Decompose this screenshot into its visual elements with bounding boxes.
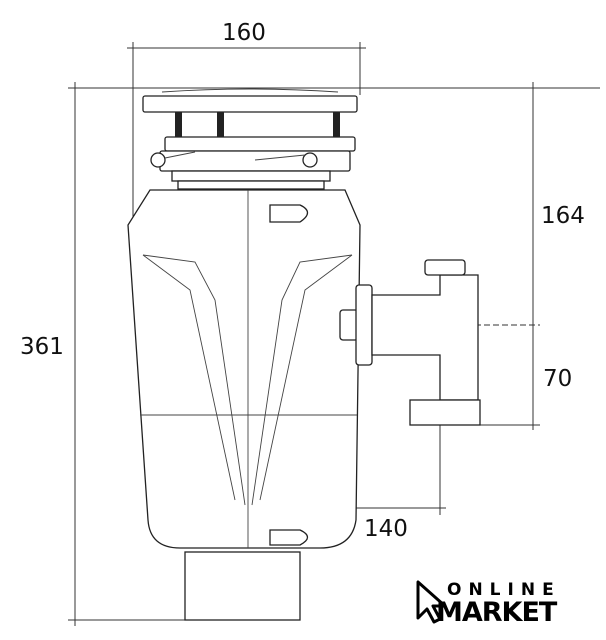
dimension-height-361: 361 (20, 334, 64, 360)
dimension-width-160: 160 (222, 20, 266, 46)
online-market-logo: ONLINE MARKET (416, 580, 561, 628)
svg-text:ONLINE: ONLINE (447, 580, 561, 600)
dimension-height-164: 164 (541, 203, 585, 229)
disposer-body (127, 189, 361, 549)
sink-flange (142, 88, 358, 190)
cursor-icon (416, 580, 447, 624)
dimension-width-140: 140 (364, 516, 408, 542)
bottom-housing (184, 551, 301, 621)
svg-text:MARKET: MARKET (436, 597, 558, 628)
drain-pipe (339, 259, 481, 426)
dimension-height-70: 70 (543, 366, 572, 392)
